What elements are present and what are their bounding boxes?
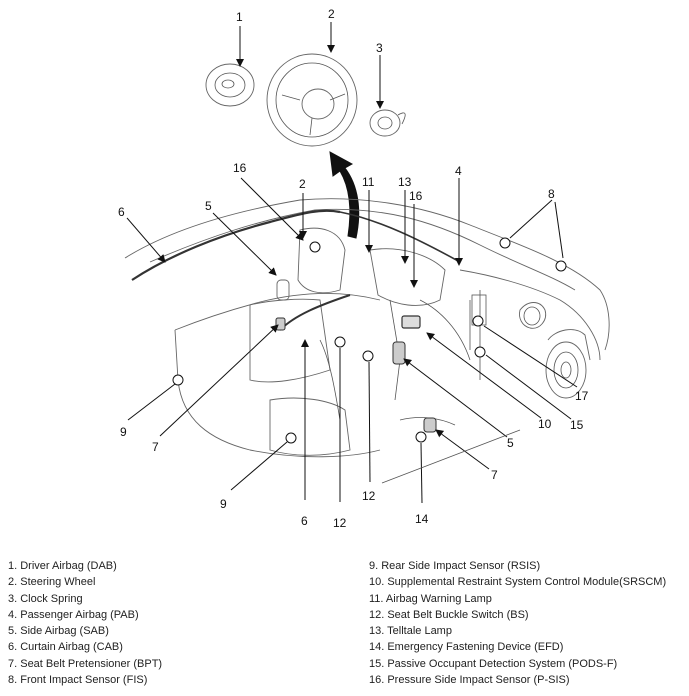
callout-5-top: 5 [205, 199, 212, 213]
sensor-markers [172, 237, 567, 444]
marker-psis [474, 346, 486, 358]
legend-item: 9. Rear Side Impact Sensor (RSIS) [369, 560, 541, 572]
callout-2-top: 2 [328, 7, 335, 21]
legend-item: 2. Steering Wheel [8, 576, 96, 589]
legend-item: 5. Side Airbag (SAB) [8, 625, 109, 638]
legend-item: 3. Clock Spring [8, 592, 83, 605]
callout-10: 10 [538, 417, 552, 431]
callout-4: 4 [455, 164, 462, 178]
callout-8: 8 [548, 187, 555, 201]
marker-rsis-2 [285, 432, 297, 444]
callout-12-right: 12 [362, 489, 376, 503]
marker-pods [472, 315, 484, 327]
marker-bs-2 [362, 350, 374, 362]
legend-item: 1. Driver Airbag (DAB) [8, 560, 117, 572]
callout-3: 3 [376, 41, 383, 55]
callout-7-right: 7 [491, 468, 498, 482]
marker-rsis-1 [172, 374, 184, 386]
legend-item: 4. Passenger Airbag (PAB) [8, 608, 139, 621]
legend-item: 8. Front Impact Sensor (FIS) [8, 674, 148, 687]
callout-7-left: 7 [152, 440, 159, 454]
legend-item: 7. Seat Belt Pretensioner (BPT) [8, 657, 163, 670]
callout-9-bottom: 9 [220, 497, 227, 511]
callout-14: 14 [415, 512, 429, 526]
legend-item: 16. Pressure Side Impact Sensor (P-SIS) [369, 674, 570, 687]
legend-item: 15. Passive Occupant Detection System (P… [369, 657, 618, 670]
legend-right-column: 9. Rear Side Impact Sensor (RSIS) 10. Su… [369, 558, 666, 688]
airbag-system-diagram: 1 2 3 16 2 11 13 16 4 8 6 5 17 9 7 10 15… [118, 7, 610, 530]
marker-efd [415, 431, 427, 443]
legend-item: 12. Seat Belt Buckle Switch (BS) [369, 608, 529, 621]
callout-17: 17 [575, 389, 589, 403]
legend-item: 6. Curtain Airbag (CAB) [8, 641, 123, 654]
steering-wheel-illustration [266, 53, 358, 147]
callout-13: 13 [398, 175, 412, 189]
callout-6-bottom: 6 [301, 514, 308, 528]
callout-16-right: 16 [409, 189, 423, 203]
callout-1: 1 [236, 10, 243, 24]
legend-left-column: 1. Driver Airbag (DAB) 2. Steering Wheel… [8, 558, 162, 688]
assembly-arrow [329, 151, 360, 239]
leader-lines [126, 22, 578, 504]
callout-labels: 1 2 3 16 2 11 13 16 4 8 6 5 17 9 7 10 15… [118, 7, 589, 530]
callout-15: 15 [570, 418, 584, 432]
marker-fis-2 [555, 260, 567, 272]
clock-spring-illustration [369, 109, 406, 137]
vehicle-outline [124, 198, 610, 458]
marker-steering [309, 241, 321, 253]
legend-item: 10. Supplemental Restraint System Contro… [369, 576, 667, 589]
legend-item: 11. Airbag Warning Lamp [369, 592, 492, 605]
callout-6-top: 6 [118, 205, 125, 219]
callout-16-left: 16 [233, 161, 247, 175]
driver-airbag-illustration [205, 63, 255, 107]
callout-2-middle: 2 [299, 177, 306, 191]
marker-fis-1 [499, 237, 511, 249]
legend-item: 14. Emergency Fastening Device (EFD) [369, 641, 564, 654]
callout-5-bottom: 5 [507, 436, 514, 450]
legend-item: 13. Telltale Lamp [369, 625, 452, 638]
marker-bs-1 [334, 336, 346, 348]
callout-9-left: 9 [120, 425, 127, 439]
callout-12-left: 12 [333, 516, 347, 530]
callout-11: 11 [362, 175, 375, 189]
